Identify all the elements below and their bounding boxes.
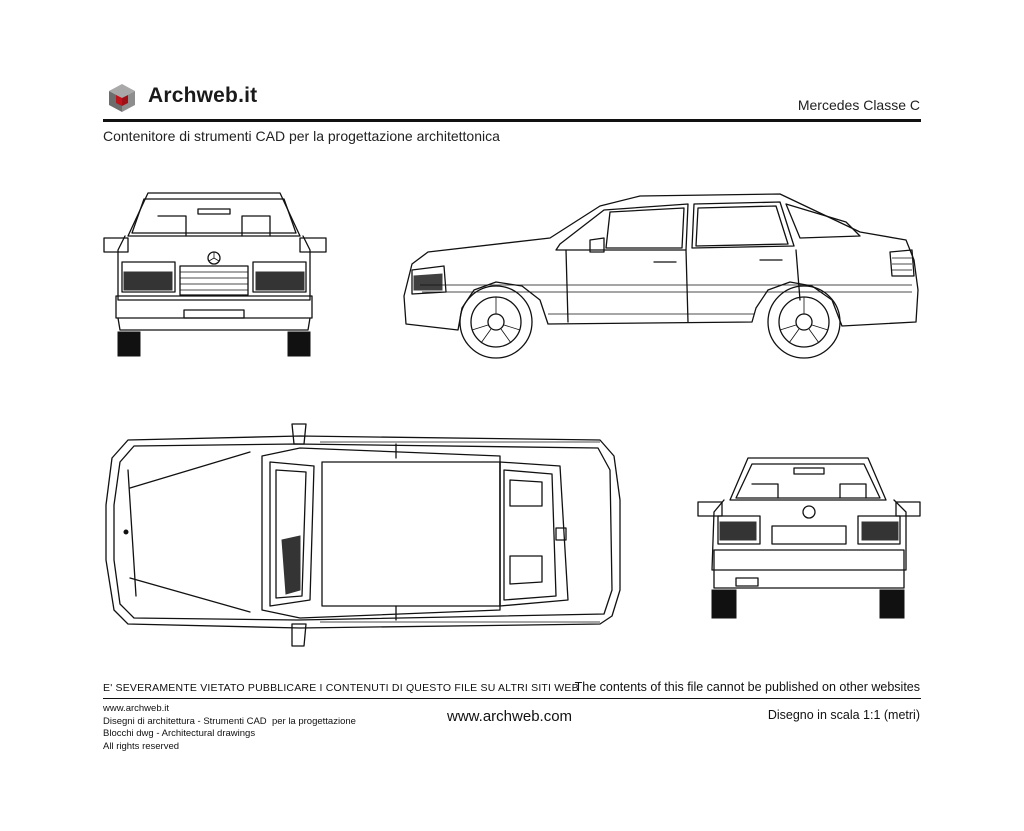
footer-line-rights: All rights reserved — [103, 740, 180, 752]
footer-line-desc: Disegni di architettura - Strumenti CAD … — [103, 715, 356, 727]
side-view — [403, 193, 919, 359]
footer-line-site[interactable]: www.archweb.it — [103, 703, 169, 714]
subtitle: Contenitore di strumenti CAD per la prog… — [103, 128, 500, 144]
warning-english: The contents of this file cannot be publ… — [574, 680, 920, 694]
footer-website-link[interactable]: www.archweb.com — [447, 708, 573, 725]
front-view — [103, 192, 327, 357]
footer-info: www.archweb.it Disegni di architettura -… — [103, 703, 356, 753]
header-rule — [103, 119, 921, 122]
rear-view — [697, 457, 921, 619]
top-view — [105, 423, 621, 647]
footer-line-blocks: Blocchi dwg - Architectural drawings — [103, 728, 256, 739]
drawing-title: Mercedes Classe C — [797, 97, 920, 113]
footer-rule — [103, 698, 921, 699]
brand-name: Archweb.it — [148, 84, 258, 107]
logo-cube-icon — [109, 84, 135, 112]
warning-italian: E' SEVERAMENTE VIETATO PUBBLICARE I CONT… — [103, 682, 579, 694]
scale-note: Disegno in scala 1:1 (metri) — [767, 708, 920, 722]
